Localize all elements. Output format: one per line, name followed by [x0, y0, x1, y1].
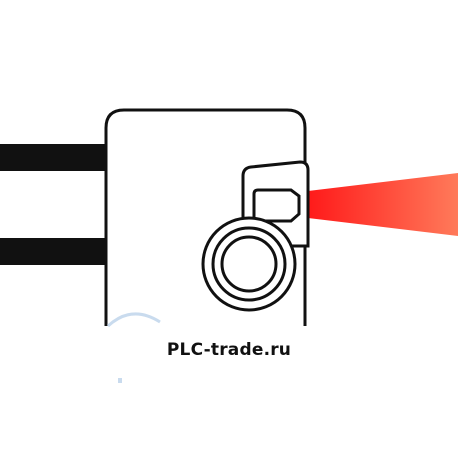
faint-logo-arc: [106, 312, 161, 328]
receiver-lens-icon: [201, 216, 297, 312]
emitter-window-icon: [252, 188, 301, 223]
cable-top: [0, 144, 110, 171]
cable-bottom: [0, 238, 110, 265]
light-beam-icon: [308, 173, 458, 236]
faint-logo-dot: [118, 378, 122, 383]
watermark-text: PLC-trade.ru: [166, 340, 292, 360]
